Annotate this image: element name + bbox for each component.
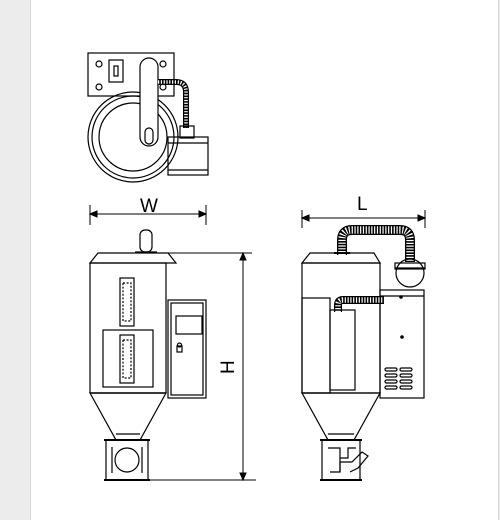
vent-grille <box>384 367 413 390</box>
front-view <box>88 229 207 481</box>
control-unit-side <box>379 289 425 399</box>
length-dimension <box>300 210 427 228</box>
hose-side <box>337 225 415 262</box>
blower-box-top <box>167 136 209 176</box>
width-dimension <box>88 205 208 225</box>
drawing-sheet <box>30 0 499 520</box>
hose-top <box>158 79 189 128</box>
length-label: L <box>357 194 368 215</box>
hopper-cone-side <box>300 392 382 441</box>
hopper-cone-front <box>88 392 168 441</box>
top-view <box>87 52 209 183</box>
control-box-front <box>167 299 207 399</box>
blower-side <box>395 258 425 288</box>
hopper-body-side <box>301 262 381 394</box>
hopper-lid-front <box>88 252 178 264</box>
width-label: W <box>140 196 158 217</box>
hopper-drum-top <box>87 91 179 183</box>
side-view <box>300 225 426 481</box>
height-dimension <box>150 251 256 482</box>
height-label: H <box>218 360 239 374</box>
